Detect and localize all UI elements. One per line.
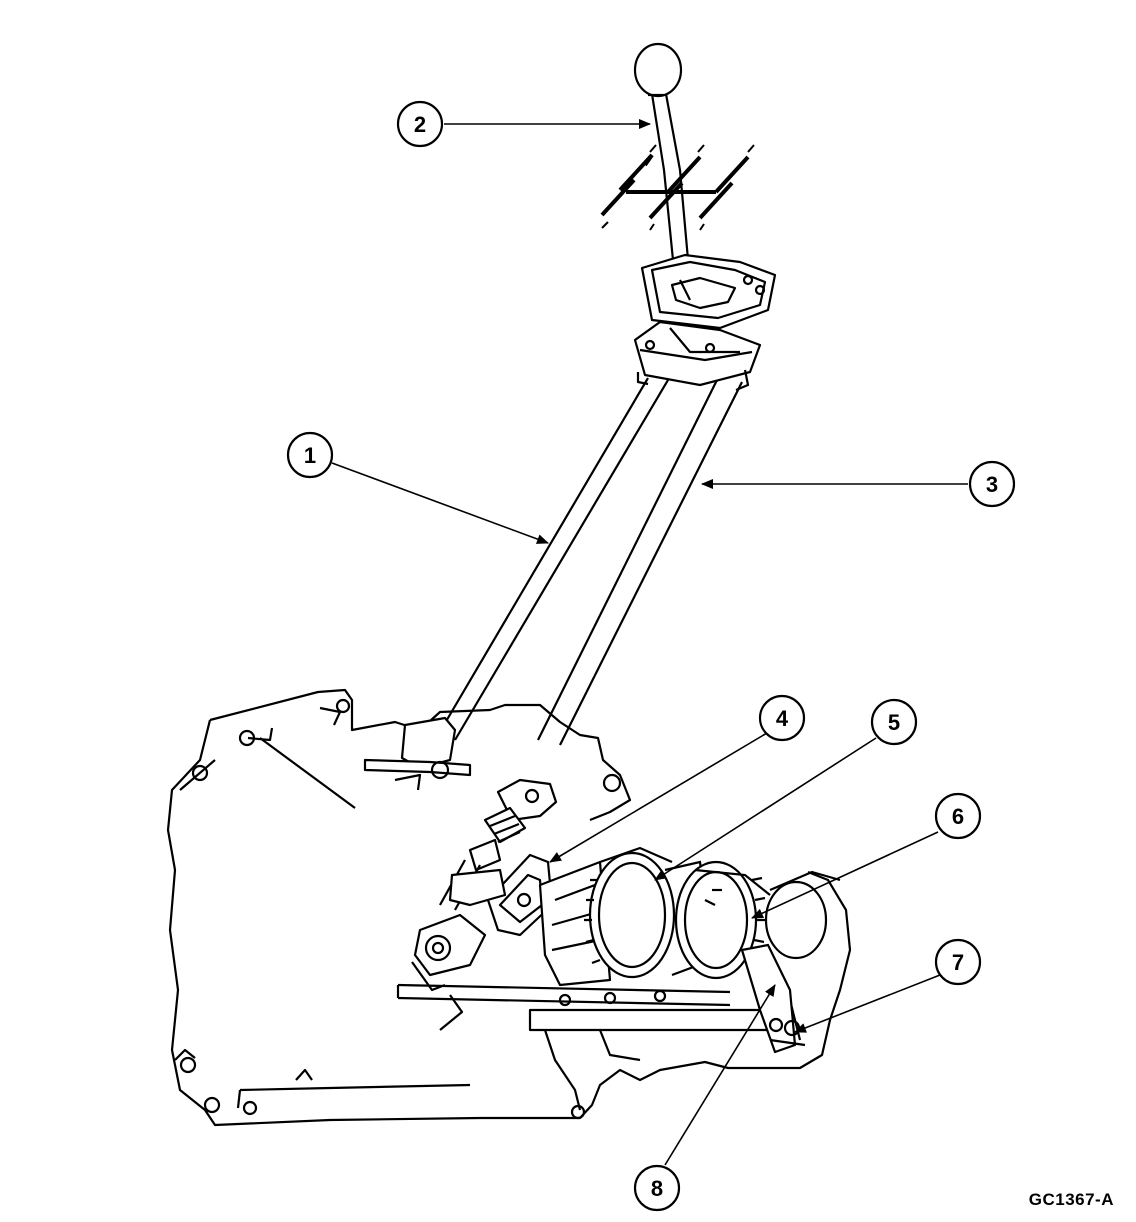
svg-text:7: 7 — [952, 950, 964, 975]
shift-lever — [650, 93, 677, 281]
leader-line-7 — [794, 974, 941, 1033]
callout-8: 8 — [633, 1164, 681, 1212]
svg-text:8: 8 — [651, 1176, 663, 1201]
synchronizer-ring-6 — [674, 860, 758, 980]
figure-id: GC1367-A — [1028, 1190, 1114, 1209]
transmission-housing — [166, 688, 852, 1127]
svg-text:6: 6 — [952, 804, 964, 829]
leader-line-6 — [751, 831, 939, 919]
svg-text:3: 3 — [986, 472, 998, 497]
shift-pattern — [600, 153, 750, 220]
callout-circles: 1 2 3 4 5 6 7 8 — [286, 100, 1016, 1212]
svg-text:5: 5 — [888, 710, 900, 735]
leader-line-5 — [654, 737, 877, 881]
callout-1: 1 — [286, 431, 334, 479]
svg-text:4: 4 — [776, 706, 789, 731]
callout-5: 5 — [870, 698, 918, 746]
callout-4: 4 — [758, 694, 806, 742]
svg-text:2: 2 — [414, 112, 426, 137]
synchronizer-ring-5 — [588, 851, 676, 979]
synchronizer-rings — [584, 846, 771, 980]
callout-2: 2 — [396, 100, 444, 148]
leader-line-4 — [549, 732, 768, 863]
svg-text:1: 1 — [304, 443, 316, 468]
shifter-assembly — [600, 42, 777, 392]
rear-bracket-8 — [740, 943, 797, 1054]
shift-cable-1 — [437, 377, 649, 736]
callouts — [331, 119, 968, 1166]
leader-line-8 — [664, 984, 776, 1166]
cable-end-fittings — [363, 716, 558, 911]
shift-cable-3 — [537, 377, 719, 741]
output-flange — [764, 880, 828, 960]
shift-knob — [633, 42, 683, 98]
shift-cables — [437, 377, 743, 746]
callout-3: 3 — [968, 460, 1016, 508]
callout-7: 7 — [934, 938, 982, 986]
leader-line-1 — [331, 462, 549, 544]
callout-6: 6 — [934, 792, 982, 840]
